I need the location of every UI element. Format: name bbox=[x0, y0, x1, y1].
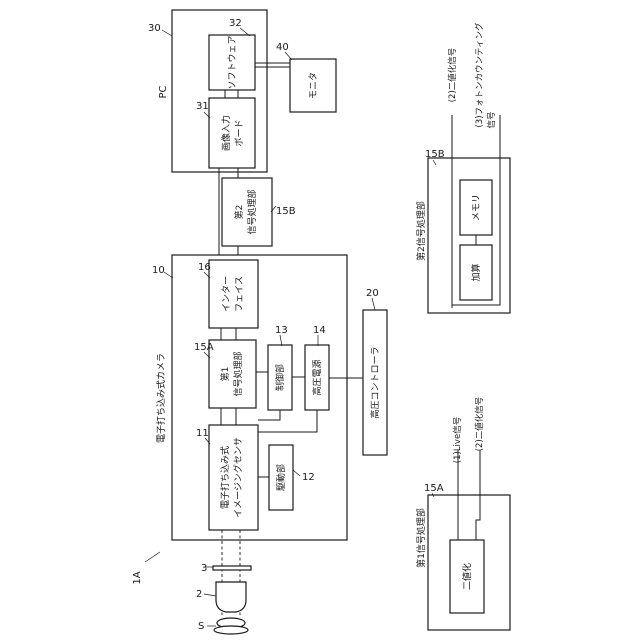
high-voltage-controller-label: 高圧コントローラ bbox=[369, 346, 381, 418]
camera-number: 10 bbox=[152, 265, 165, 276]
binarized-signal-label-15b: (2)二値化信号 bbox=[447, 48, 458, 103]
software-label: ソフトウェア bbox=[227, 35, 238, 89]
sensor-label-line1: 電子打ち込み式 bbox=[219, 446, 231, 509]
lens-element bbox=[213, 566, 251, 570]
pc-label: PC bbox=[158, 85, 169, 98]
monitor-number: 40 bbox=[276, 42, 289, 53]
software-number: 32 bbox=[229, 18, 242, 29]
figure-reference: 1A bbox=[132, 571, 143, 584]
high-voltage-supply-label: 高圧電源 bbox=[311, 359, 323, 395]
second-signal-processor-block bbox=[222, 178, 272, 246]
image-input-board-block bbox=[209, 98, 255, 168]
sensor-label-line2: イメージングセンサ bbox=[232, 437, 244, 518]
objective-lens bbox=[216, 582, 246, 612]
pc-number: 30 bbox=[148, 23, 161, 34]
adder-label: 加算 bbox=[470, 263, 482, 281]
pc-leader bbox=[162, 30, 172, 36]
photon-counting-label-line1: (3)フォトンカウンティング bbox=[474, 22, 485, 128]
monitor-leader bbox=[285, 52, 292, 60]
high-voltage-supply-number: 14 bbox=[313, 325, 326, 336]
sample-base bbox=[214, 626, 248, 634]
interface-line1: インター bbox=[221, 276, 232, 312]
photon-counting-label-line2: 信号 bbox=[486, 111, 497, 128]
objective-number: 2 bbox=[196, 589, 202, 600]
board-label-line2: ボード bbox=[234, 119, 245, 146]
first-signal-processor-block bbox=[209, 340, 256, 408]
driver-number: 12 bbox=[302, 472, 315, 483]
sensor-number: 11 bbox=[196, 428, 209, 439]
figure-reference-leader bbox=[145, 552, 160, 562]
interface-block bbox=[209, 260, 258, 328]
detail-15b-title: 第2信号処理部 bbox=[415, 201, 427, 261]
detail-15a-title: 第1信号処理部 bbox=[415, 508, 427, 568]
high-voltage-controller-leader bbox=[372, 298, 375, 310]
board-number: 31 bbox=[196, 101, 209, 112]
first-processor-line1: 第1 bbox=[219, 367, 231, 382]
first-processor-line2: 信号処理部 bbox=[232, 351, 244, 396]
objective-leader bbox=[204, 594, 216, 596]
live-signal-label: (1)Live信号 bbox=[452, 417, 463, 463]
lens-number: 3 bbox=[201, 563, 207, 574]
interface-line2: フェイス bbox=[235, 276, 245, 312]
binarized-signal-label-15a: (2)二値化信号 bbox=[474, 397, 485, 452]
sample-label: S bbox=[198, 621, 204, 632]
binarization-label: 二値化 bbox=[461, 563, 473, 590]
detail-15a-number: 15A bbox=[424, 483, 444, 494]
controller-number: 13 bbox=[275, 325, 288, 336]
driver-label: 駆動部 bbox=[275, 464, 287, 491]
second-processor-number: 15B bbox=[276, 206, 296, 217]
board-label-line1: 画像入力 bbox=[220, 115, 232, 151]
first-processor-number: 15A bbox=[194, 342, 214, 353]
interface-number: 16 bbox=[198, 262, 211, 273]
second-processor-line1: 第2 bbox=[233, 205, 245, 220]
high-voltage-controller-number: 20 bbox=[366, 288, 379, 299]
camera-label: 電子打ち込み式カメラ bbox=[155, 353, 167, 443]
monitor-label: モニタ bbox=[308, 72, 319, 99]
controller-label: 制御部 bbox=[274, 364, 286, 391]
second-processor-line2: 信号処理部 bbox=[246, 189, 258, 234]
detail-15b-number: 15B bbox=[425, 149, 445, 160]
memory-label: メモリ bbox=[472, 194, 482, 221]
